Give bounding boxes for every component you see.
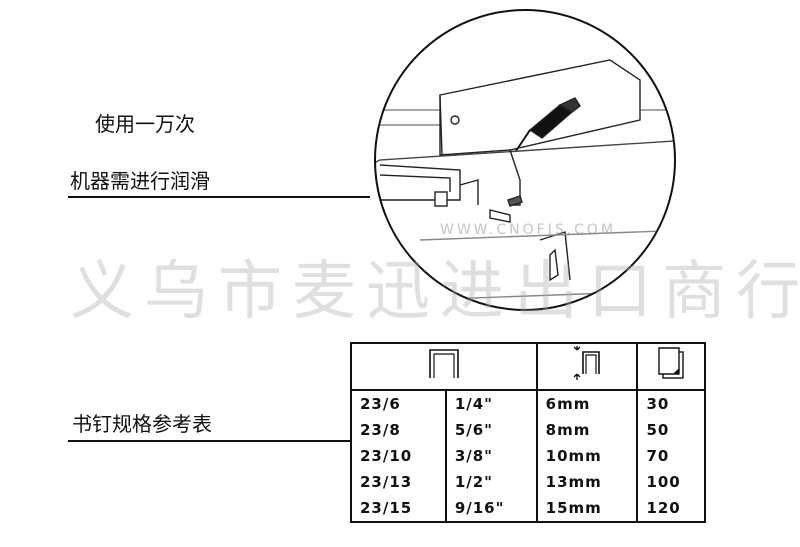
cell-staple-size: 23/8 <box>360 420 401 439</box>
cell-sheets: 30 <box>636 390 705 417</box>
cell-mm: 15mm <box>535 495 638 522</box>
paper-stack-icon <box>658 347 684 379</box>
lubricate-leader-line <box>68 196 370 198</box>
cell-staple-size: 23/15 <box>360 498 413 517</box>
staple-depth-icon <box>573 346 600 380</box>
lubricate-label: 机器需进行润滑 <box>70 169 210 193</box>
watermark-url: WWW.CNOFIS.COM <box>440 222 617 238</box>
table-leader-line <box>68 440 352 442</box>
watermark-company: 义乌市麦迅进出口商行 <box>70 255 800 329</box>
staple-icon <box>429 349 459 378</box>
cell-inch: 5/6" <box>444 417 537 443</box>
header-paper-cell <box>636 343 705 391</box>
cell-mm: 8mm <box>535 417 638 443</box>
table-row: 23/8 5/6" 8mm 50 <box>351 417 705 443</box>
cell-inch: 1/4" <box>444 390 537 417</box>
cell-sheets: 50 <box>636 417 705 443</box>
cell-staple-size: 23/6 <box>360 394 401 413</box>
table-row: 23/10 3/8" 10mm 70 <box>351 443 705 469</box>
cell-mm: 13mm <box>535 469 638 495</box>
table-row: 23/6 1/4" 6mm 30 <box>351 390 705 417</box>
table-row: 23/15 9/16" 15mm 120 <box>351 495 705 522</box>
cell-sheets: 100 <box>636 469 705 495</box>
cell-mm: 10mm <box>535 443 638 469</box>
cell-mm: 6mm <box>535 390 638 417</box>
cell-staple-size: 23/10 <box>360 446 413 465</box>
cell-sheets: 120 <box>636 495 705 522</box>
stapler-closeup-diagram <box>374 9 676 311</box>
header-staple-cell <box>351 343 537 391</box>
cell-inch: 3/8" <box>444 443 537 469</box>
cell-inch: 1/2" <box>444 469 537 495</box>
cell-staple-size: 23/13 <box>360 472 413 491</box>
header-depth-cell <box>535 343 638 391</box>
cell-sheets: 70 <box>636 443 705 469</box>
table-row: 23/13 1/2" 13mm 100 <box>351 469 705 495</box>
table-header-row <box>351 343 705 391</box>
usage-label: 使用一万次 <box>95 112 195 136</box>
cell-inch: 9/16" <box>444 495 537 522</box>
staple-table-label: 书钉规格参考表 <box>72 412 212 436</box>
staple-spec-table: 23/6 1/4" 6mm 30 23/8 5/6" 8mm 50 23/10 … <box>350 342 706 523</box>
